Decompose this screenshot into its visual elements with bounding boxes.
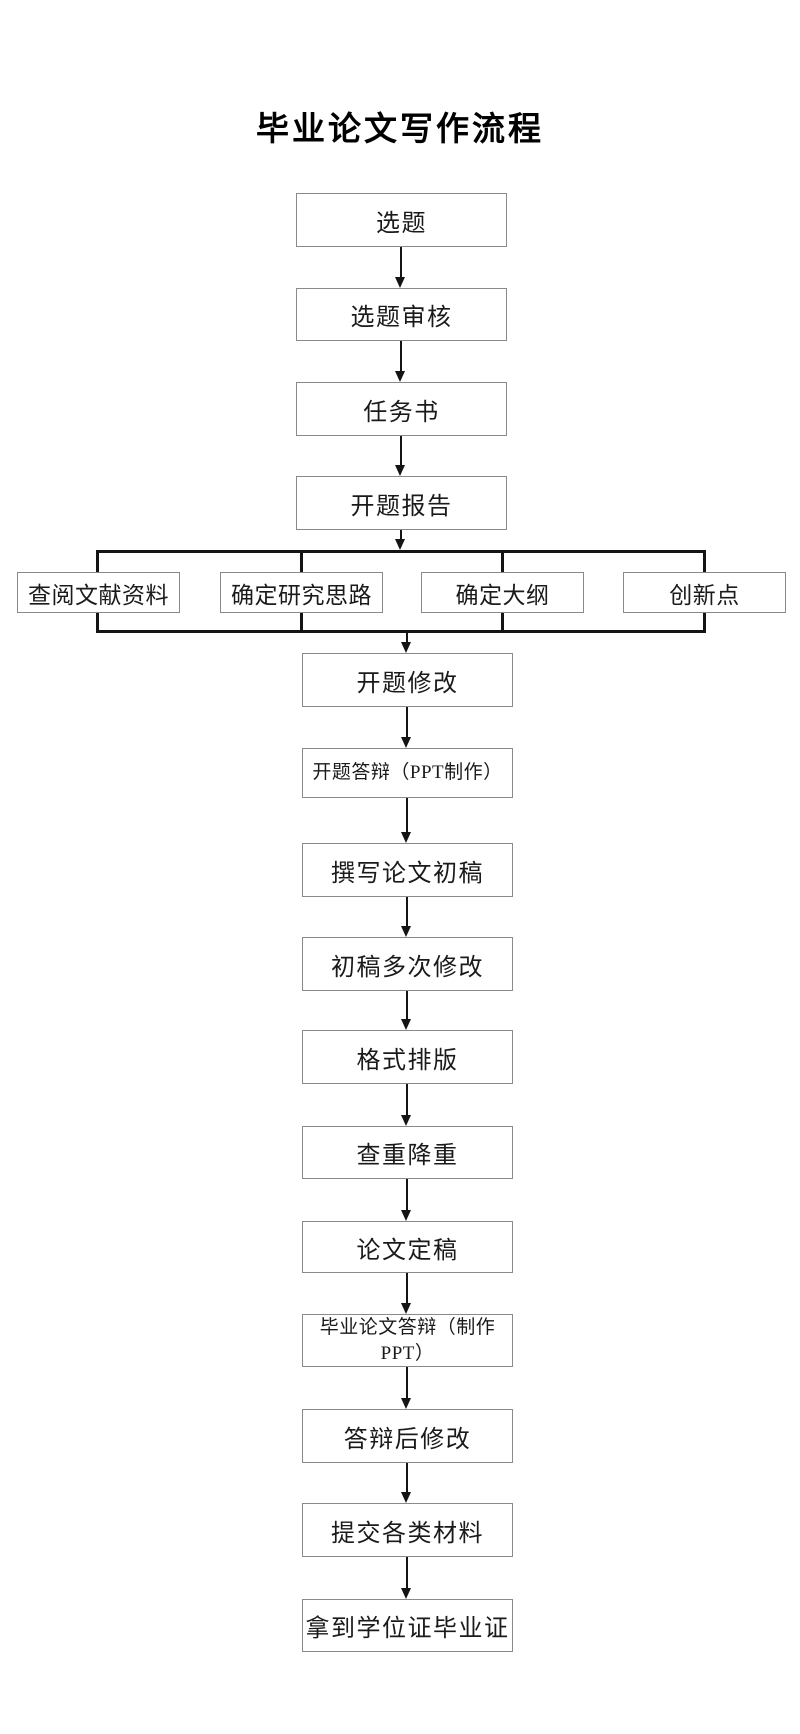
node-receive-certificates: 拿到学位证毕业证	[302, 1599, 513, 1652]
down-arrow-icon	[401, 798, 412, 843]
down-arrow-icon	[401, 1273, 412, 1314]
node-submit-materials: 提交各类材料	[302, 1503, 513, 1557]
down-arrow-icon	[401, 897, 412, 937]
node-first-draft: 撰写论文初稿	[302, 843, 513, 897]
node-final-draft: 论文定稿	[302, 1221, 513, 1273]
down-arrow-icon	[401, 1179, 412, 1221]
down-arrow-icon	[395, 247, 406, 288]
node-proposal-report: 开题报告	[296, 476, 507, 530]
down-arrow-icon	[395, 530, 406, 550]
node-proposal-defense: 开题答辩（PPT制作）	[302, 748, 513, 798]
down-arrow-icon	[401, 633, 412, 653]
node-literature-research: 查阅文献资料	[17, 572, 180, 613]
down-arrow-icon	[401, 1367, 412, 1409]
page-title: 毕业论文写作流程	[256, 112, 544, 148]
down-arrow-icon	[395, 341, 406, 382]
node-topic-review: 选题审核	[296, 288, 507, 341]
down-arrow-icon	[401, 707, 412, 748]
node-post-defense-revision: 答辩后修改	[302, 1409, 513, 1463]
node-task-book: 任务书	[296, 382, 507, 436]
down-arrow-icon	[401, 991, 412, 1030]
down-arrow-icon	[401, 1463, 412, 1503]
node-draft-revisions: 初稿多次修改	[302, 937, 513, 991]
node-innovation-points: 创新点	[623, 572, 786, 613]
node-proposal-revision: 开题修改	[302, 653, 513, 707]
node-plagiarism-check: 查重降重	[302, 1126, 513, 1179]
down-arrow-icon	[395, 436, 406, 476]
node-research-approach: 确定研究思路	[220, 572, 383, 613]
node-outline: 确定大纲	[421, 572, 584, 613]
down-arrow-icon	[401, 1557, 412, 1599]
node-topic-selection: 选题	[296, 193, 507, 247]
node-formatting: 格式排版	[302, 1030, 513, 1084]
node-thesis-defense: 毕业论文答辩（制作PPT）	[302, 1314, 513, 1367]
down-arrow-icon	[401, 1084, 412, 1126]
branch-connector-frame	[96, 550, 706, 633]
